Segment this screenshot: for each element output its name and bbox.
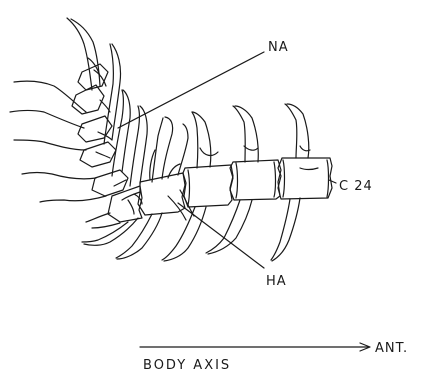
body-axis-label: BODY AXIS [143,359,231,372]
c24-leader-line [329,180,336,183]
neural-arch-label: NA [268,41,289,54]
haemal-arch-processes [82,190,300,261]
anterior-label: ANT. [375,342,408,355]
body-axis-arrow [140,343,370,351]
vertebral-centra [72,64,332,222]
neural-arch-processes [10,18,310,222]
na-leader-line [118,52,264,128]
ha-leader-line [178,203,264,268]
haemal-arch-label: HA [266,275,287,288]
vertebra-c24-label: C 24 [339,180,373,193]
